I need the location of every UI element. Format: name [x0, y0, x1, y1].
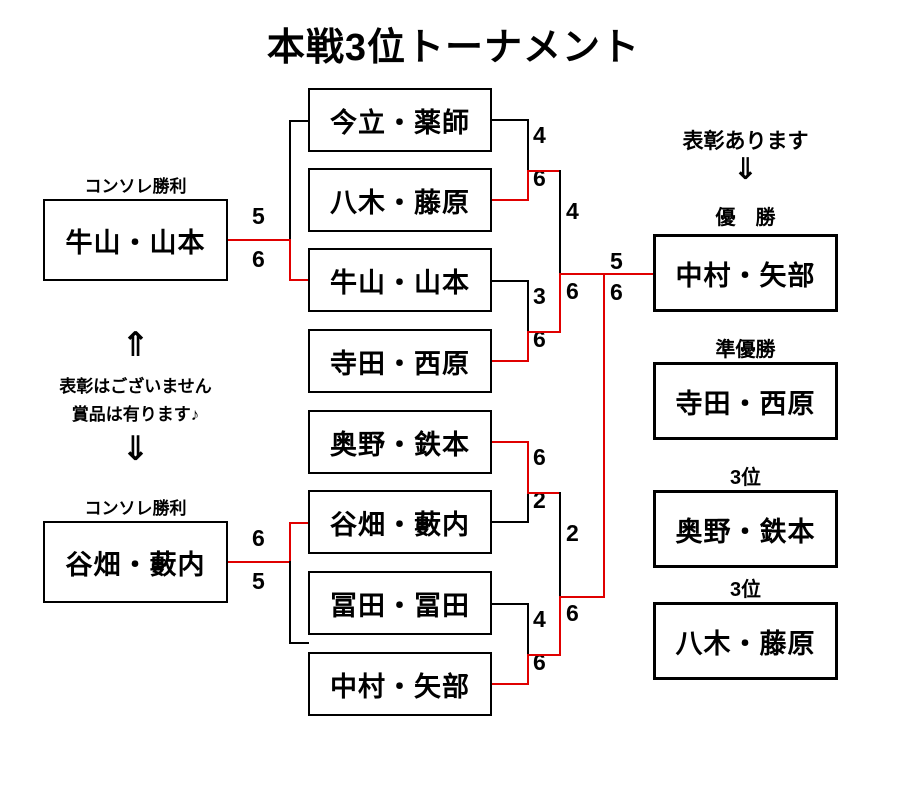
- score-consolation-top-lower: 6: [252, 246, 265, 272]
- connector-r2b-vert-upper: [559, 492, 561, 597]
- result-label-third-2: 3位: [729, 579, 762, 601]
- score-r1d-lower: 6: [533, 649, 546, 675]
- connector-r1c-vert-lower: [527, 492, 529, 523]
- note-line-2: 賞品は有ります♪: [71, 405, 200, 424]
- connector-r1a-upper-arm: [492, 119, 528, 121]
- connector-final-to-champion: [603, 273, 654, 275]
- result-box-champion[interactable]: 中村・矢部: [653, 234, 838, 312]
- round1-box-8[interactable]: 中村・矢部: [308, 652, 492, 716]
- connector-r2b-lower-arm: [527, 654, 560, 656]
- note-line-1: 表彰はございません: [59, 377, 212, 396]
- connector-r1b-upper-arm: [492, 280, 528, 282]
- connector-r1d-vert-upper: [527, 603, 529, 655]
- note-arrow-up-icon: ⇑: [121, 326, 150, 364]
- connector-r1c-lower-arm: [492, 521, 528, 523]
- connector-r1a-lower-arm: [492, 199, 528, 201]
- score-r1c-upper: 6: [533, 444, 546, 470]
- connector-consolation-bottom-lower-arm: [289, 642, 309, 644]
- connector-final-vert-lower: [603, 273, 605, 598]
- score-r1a-upper: 4: [533, 122, 546, 148]
- connector-r1a-vert-upper: [527, 119, 529, 171]
- score-consolation-bottom-lower: 5: [252, 568, 265, 594]
- result-box-runner-up[interactable]: 寺田・西原: [653, 362, 838, 440]
- round1-box-7[interactable]: 冨田・冨田: [308, 571, 492, 635]
- connector-r1c-vert-upper: [527, 441, 529, 493]
- awards-note-arrow-icon: ⇓: [732, 153, 759, 186]
- connector-consolation-bottom-stem: [228, 561, 290, 563]
- score-r2b-lower: 6: [566, 600, 579, 626]
- connector-r2a-lower-arm: [527, 331, 560, 333]
- score-r2a-lower: 6: [566, 278, 579, 304]
- score-r1d-upper: 4: [533, 606, 546, 632]
- score-consolation-top-upper: 5: [252, 203, 265, 229]
- connector-r2a-vert-upper: [559, 170, 561, 274]
- round1-box-4[interactable]: 寺田・西原: [308, 329, 492, 393]
- round1-box-2[interactable]: 八木・藤原: [308, 168, 492, 232]
- connector-r1b-vert-upper: [527, 280, 529, 332]
- score-consolation-bottom-upper: 6: [252, 525, 265, 551]
- connector-consolation-bottom-upper-arm: [289, 522, 309, 524]
- connector-consolation-top-upper-vert: [289, 120, 291, 240]
- connector-r1b-vert-lower: [527, 331, 529, 362]
- result-label-champion: 優 勝: [715, 207, 776, 229]
- result-box-third-2[interactable]: 八木・藤原: [653, 602, 838, 680]
- consolation-top-caption: コンソレ勝利: [84, 177, 187, 196]
- round1-box-1[interactable]: 今立・薬師: [308, 88, 492, 152]
- connector-consolation-top-lower-arm: [289, 279, 309, 281]
- page-title: 本戦3位トーナメント: [266, 27, 641, 69]
- connector-r1d-vert-lower: [527, 654, 529, 685]
- score-r2a-upper: 4: [566, 198, 579, 224]
- connector-r2a-vert-lower: [559, 273, 561, 333]
- score-final-upper: 5: [610, 248, 623, 274]
- connector-r1b-lower-arm: [492, 360, 528, 362]
- connector-r2b-upper-arm: [527, 492, 560, 494]
- score-r1b-upper: 3: [533, 283, 546, 309]
- consolation-bottom-box[interactable]: 谷畑・藪内: [43, 521, 228, 603]
- connector-r2a-upper-arm: [527, 170, 560, 172]
- score-r1b-lower: 6: [533, 326, 546, 352]
- score-r1c-lower: 2: [533, 487, 546, 513]
- consolation-top-box[interactable]: 牛山・山本: [43, 199, 228, 281]
- awards-note-text: 表彰あります: [682, 130, 809, 153]
- score-r1a-lower: 6: [533, 165, 546, 191]
- connector-final-lower-arm: [559, 596, 604, 598]
- connector-consolation-bottom-upper-vert: [289, 522, 291, 562]
- consolation-bottom-caption: コンソレ勝利: [84, 499, 187, 518]
- result-label-third-1: 3位: [729, 467, 762, 489]
- result-label-runner-up: 準優勝: [715, 339, 776, 361]
- connector-r2b-vert-lower: [559, 596, 561, 656]
- connector-consolation-top-lower-vert: [289, 239, 291, 281]
- connector-r1a-vert-lower: [527, 170, 529, 201]
- connector-r1c-upper-arm: [492, 441, 528, 443]
- connector-consolation-top-upper-arm: [289, 120, 309, 122]
- connector-final-upper-arm: [559, 273, 604, 275]
- connector-r1d-lower-arm: [492, 683, 528, 685]
- score-r2b-upper: 2: [566, 520, 579, 546]
- result-box-third-1[interactable]: 奥野・鉄本: [653, 490, 838, 568]
- note-arrow-down-icon: ⇓: [121, 430, 150, 468]
- round1-box-6[interactable]: 谷畑・藪内: [308, 490, 492, 554]
- round1-box-3[interactable]: 牛山・山本: [308, 248, 492, 312]
- connector-consolation-top-stem: [228, 239, 290, 241]
- connector-consolation-bottom-lower-vert: [289, 561, 291, 644]
- connector-r1d-upper-arm: [492, 603, 528, 605]
- score-final-lower: 6: [610, 279, 623, 305]
- round1-box-5[interactable]: 奥野・鉄本: [308, 410, 492, 474]
